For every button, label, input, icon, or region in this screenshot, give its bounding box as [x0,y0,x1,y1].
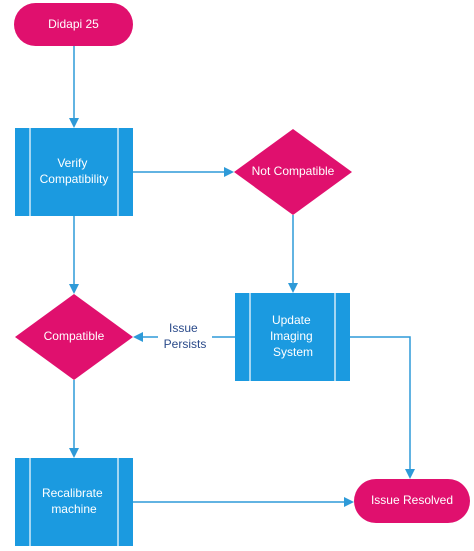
edge-label-background [158,320,212,354]
node-start-terminal[interactable]: Didapi 25 [14,3,133,46]
node-compatible-decision[interactable]: Compatible [15,294,133,380]
node-compatible-label: Compatible [44,329,105,343]
node-recalibrate-label: Recalibrate machine [42,486,106,516]
edge-label-issue-persists: Issue Persists [164,321,207,351]
node-start-label: Didapi 25 [48,17,99,31]
node-not-compatible-label: Not Compatible [252,164,335,178]
node-update-process[interactable]: Update Imaging System [235,293,350,381]
node-verify-process[interactable]: Verify Compatibility [15,128,133,216]
node-verify-label: Verify Compatibility [40,156,109,186]
node-recalibrate-process[interactable]: Recalibrate machine [15,458,133,546]
connectors [69,45,415,507]
node-resolved-label: Issue Resolved [371,493,453,507]
edge-update-to-resolved [350,336,415,479]
node-update-label: Update Imaging System [270,313,316,359]
node-resolved-terminal[interactable]: Issue Resolved [354,479,470,523]
node-not-compatible-decision[interactable]: Not Compatible [234,129,352,215]
